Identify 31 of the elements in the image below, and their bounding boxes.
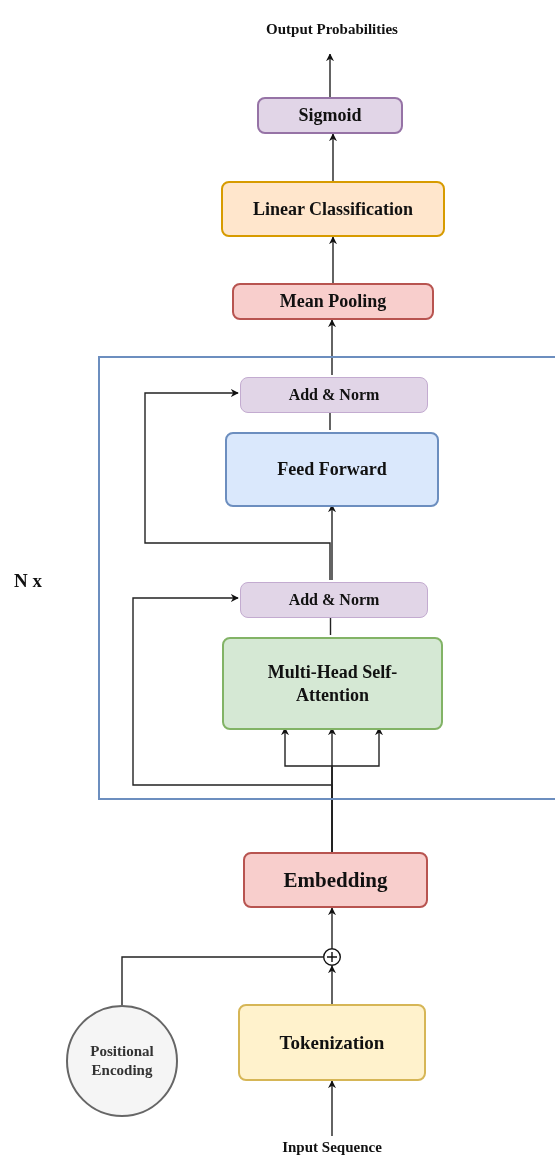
connector-line	[121, 956, 324, 1006]
box-label: Sigmoid	[298, 104, 362, 127]
process-box	[243, 852, 428, 908]
arrow	[329, 133, 337, 182]
box-label: Mean Pooling	[279, 290, 387, 313]
process-box	[221, 181, 445, 237]
box-label: Tokenization	[279, 1030, 385, 1055]
process-box	[240, 377, 428, 413]
arrow	[328, 504, 336, 581]
box-label: Positional Encoding	[89, 1042, 155, 1080]
box-label: Multi-Head Self-Attention	[266, 661, 399, 706]
process-box	[240, 582, 428, 618]
box-label: Linear Classification	[252, 197, 414, 221]
arrow	[326, 53, 334, 98]
process-box	[232, 283, 434, 320]
arrow	[328, 319, 336, 376]
box-label: Feed Forward	[277, 458, 387, 481]
process-box	[222, 637, 443, 730]
process-box	[238, 1004, 426, 1081]
adder-icon	[323, 948, 341, 966]
box-label: Add & Norm	[288, 590, 380, 610]
box-label: Add & Norm	[288, 385, 380, 405]
box-label: Embedding	[283, 866, 388, 894]
arrow	[328, 1080, 336, 1137]
process-box	[257, 97, 403, 134]
repeat-count: N x	[14, 570, 42, 592]
arrow	[328, 965, 336, 1005]
arrow	[329, 236, 337, 284]
arrow	[144, 389, 331, 581]
process-box	[225, 432, 439, 507]
arrow	[328, 907, 336, 949]
